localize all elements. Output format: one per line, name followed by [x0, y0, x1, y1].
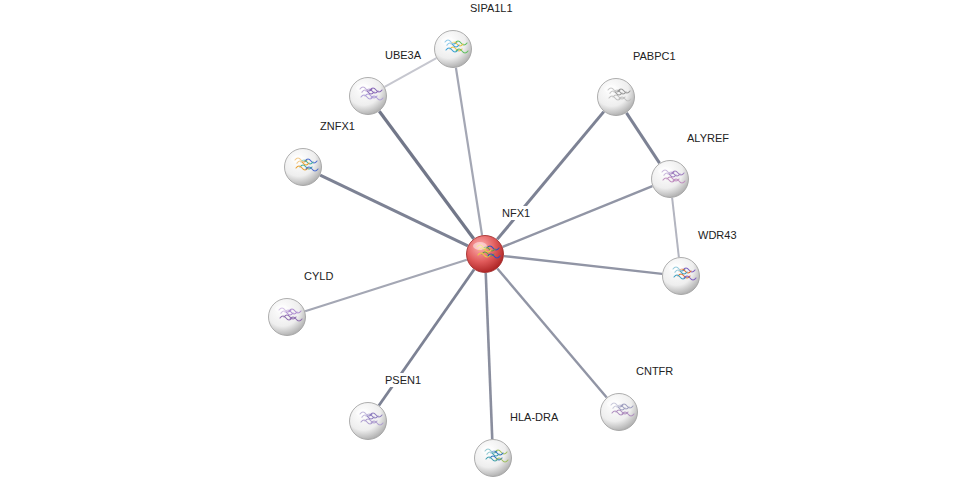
protein-label: CNTFR	[634, 364, 675, 378]
structure-strand	[619, 97, 631, 101]
gloss-highlight	[481, 446, 495, 454]
protein-node: PSEN1	[349, 402, 387, 440]
interaction-edge	[456, 68, 482, 235]
structure-strand	[371, 96, 383, 100]
gloss-highlight	[473, 242, 487, 250]
node-disc	[285, 149, 322, 186]
structure-strand	[488, 254, 500, 258]
structure-strand	[371, 421, 383, 425]
protein-circle	[600, 393, 638, 431]
node-disc	[663, 258, 700, 295]
protein-label: SIPA1L1	[468, 1, 515, 15]
protein-node: UBE3A	[349, 77, 387, 115]
gloss-highlight	[356, 409, 370, 417]
node-disc	[269, 299, 306, 336]
protein-node: NFX1	[466, 235, 504, 273]
node-disc	[475, 440, 512, 477]
interaction-edge	[504, 256, 662, 274]
interaction-edge	[486, 273, 493, 439]
protein-circle	[434, 30, 472, 68]
node-disc	[598, 79, 635, 116]
structure-strand	[496, 458, 508, 462]
protein-label: ZNFX1	[318, 119, 357, 133]
gloss-highlight	[607, 400, 621, 408]
interaction-edge	[320, 175, 468, 246]
protein-circle	[268, 298, 306, 336]
protein-label: NFX1	[500, 206, 532, 220]
structure-strand	[456, 49, 468, 53]
gloss-highlight	[441, 37, 455, 45]
protein-label: PSEN1	[383, 373, 423, 387]
structure-strand	[306, 167, 318, 171]
protein-circle	[284, 148, 322, 186]
gloss-highlight	[291, 155, 305, 163]
protein-node: PABPC1	[597, 78, 635, 116]
protein-node: ZNFX1	[284, 148, 322, 186]
protein-label: ALYREF	[685, 131, 731, 145]
node-disc	[350, 403, 387, 440]
protein-node: HLA-DRA	[474, 439, 512, 477]
node-disc	[435, 31, 472, 68]
protein-circle	[466, 235, 504, 273]
gloss-highlight	[275, 305, 289, 313]
interaction-edge	[497, 268, 606, 397]
protein-label: CYLD	[302, 269, 335, 283]
interaction-edge	[379, 111, 473, 238]
protein-label: WDR43	[696, 228, 739, 242]
protein-label: PABPC1	[631, 49, 678, 63]
protein-node: WDR43	[662, 257, 700, 295]
protein-node: CNTFR	[600, 393, 638, 431]
structure-strand	[622, 412, 634, 416]
node-disc	[601, 394, 638, 431]
protein-circle	[597, 78, 635, 116]
gloss-highlight	[669, 264, 683, 272]
gloss-highlight	[658, 167, 672, 175]
structure-strand	[684, 276, 696, 280]
node-disc	[467, 236, 504, 273]
node-disc	[350, 78, 387, 115]
structure-strand	[290, 317, 302, 321]
interaction-edge	[305, 260, 467, 311]
gloss-highlight	[356, 84, 370, 92]
structure-strand	[673, 179, 685, 183]
interaction-edge	[672, 198, 679, 257]
protein-node: SIPA1L1	[434, 30, 472, 68]
interaction-edge	[626, 113, 659, 163]
protein-circle	[349, 402, 387, 440]
interaction-edge	[497, 112, 604, 240]
protein-circle	[349, 77, 387, 115]
protein-label: UBE3A	[383, 48, 423, 62]
protein-label: HLA-DRA	[508, 410, 560, 424]
interaction-edge	[379, 270, 474, 406]
node-disc	[652, 161, 689, 198]
protein-circle	[474, 439, 512, 477]
gloss-highlight	[604, 85, 618, 93]
protein-circle	[662, 257, 700, 295]
protein-node: ALYREF	[651, 160, 689, 198]
interaction-edge	[385, 58, 437, 87]
protein-node: CYLD	[268, 298, 306, 336]
protein-circle	[651, 160, 689, 198]
